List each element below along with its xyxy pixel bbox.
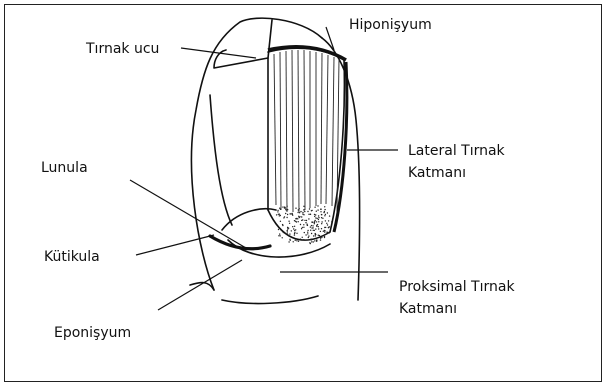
label-hiponisyum: Hiponişyum (349, 14, 432, 36)
finger-inner-curve (210, 95, 232, 225)
leader-eponisyum (158, 260, 242, 310)
label-proksimal-line2: Katmanı (399, 298, 515, 320)
label-proksimal: Proksimal Tırnak Katmanı (399, 276, 515, 320)
leader-lines (130, 27, 398, 310)
label-tirnak-ucu: Tırnak ucu (86, 38, 159, 60)
label-kutikula: Kütikula (44, 246, 100, 268)
knuckle-line (222, 296, 318, 303)
lunula-stipple (276, 205, 333, 244)
label-lateral-line1: Lateral Tırnak (408, 140, 505, 162)
label-eponisyum: Eponişyum (54, 322, 131, 344)
cuticle-band (210, 236, 270, 249)
nail-base (268, 210, 330, 240)
label-lateral-line2: Katmanı (408, 162, 505, 184)
leader-lunula (130, 180, 246, 248)
nail-free-edge (214, 20, 272, 68)
label-lateral: Lateral Tırnak Katmanı (408, 140, 505, 184)
label-proksimal-line1: Proksimal Tırnak (399, 276, 515, 298)
nail-striations (274, 50, 339, 212)
label-lunula: Lunula (41, 157, 88, 179)
